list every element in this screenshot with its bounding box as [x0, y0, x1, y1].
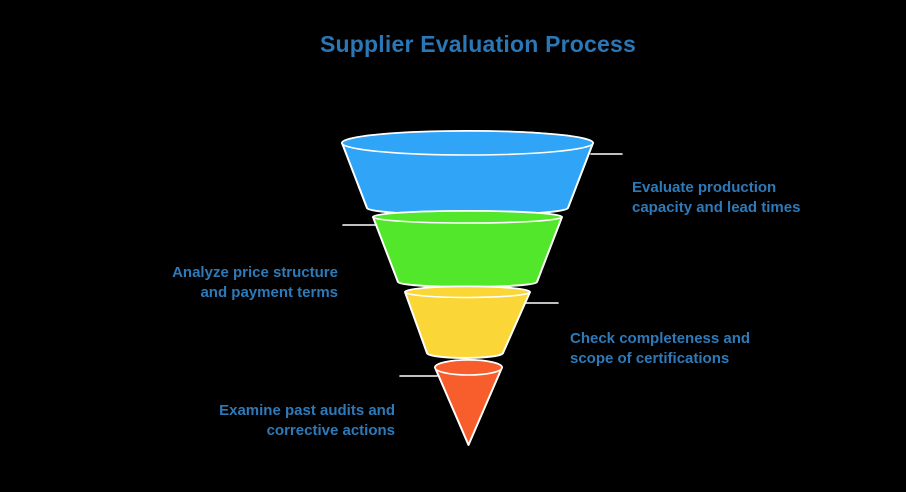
funnel-segment-3-rim — [404, 285, 531, 299]
funnel-segment-4-rim — [434, 359, 503, 376]
funnel-segment-1-rim — [341, 130, 594, 156]
stage-label-analyze-price: Analyze price structure and payment term… — [172, 264, 338, 301]
stage-label-evaluate-production: Evaluate production capacity and lead ti… — [632, 179, 801, 216]
funnel-segment-2-rim — [372, 210, 563, 224]
stage-label-check-certifications: Check completeness and scope of certific… — [570, 330, 751, 367]
stage-label-examine-audits: Examine past audits and corrective actio… — [219, 402, 395, 439]
page-title: Supplier Evaluation Process — [319, 31, 637, 57]
